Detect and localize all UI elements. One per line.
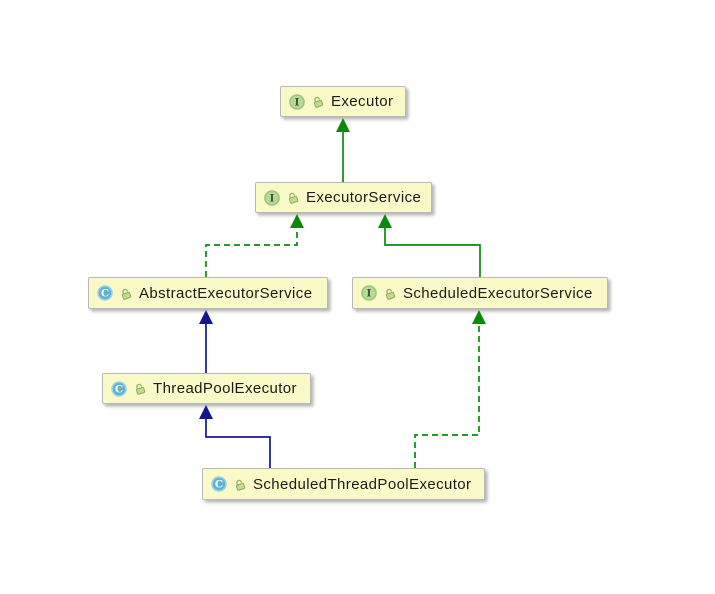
interface-icon: I (361, 285, 377, 301)
arrowhead-threadpoolexecutor-extends-abstractexecutorservice (199, 310, 213, 324)
edge-abstractexecutorservice-implements-executorservice (205, 228, 298, 277)
class-icon: C (211, 476, 227, 492)
node-label-scheduled-thread-pool-executor: ScheduledThreadPoolExecutor (253, 475, 472, 493)
node-executor-service[interactable]: I ExecutorService (255, 182, 432, 213)
svg-text:I: I (367, 288, 372, 300)
svg-text:C: C (101, 288, 109, 300)
interface-icon: I (264, 189, 280, 206)
class-icon: C (97, 285, 113, 301)
public-visibility-lock-icon (311, 95, 325, 108)
svg-text:C: C (115, 383, 123, 395)
public-visibility-lock-icon (286, 191, 300, 204)
node-label-scheduled-executor-service: ScheduledExecutorService (403, 284, 593, 302)
svg-text:C: C (215, 479, 223, 491)
arrowhead-executorservice-extends-executor (336, 118, 350, 132)
node-label-executor-service: ExecutorService (306, 189, 422, 206)
arrowhead-scheduledthreadpoolexecutor-implements-scheduledexecutorservice (472, 310, 486, 324)
node-label-executor: Executor (331, 93, 394, 110)
arrowhead-scheduledthreadpoolexecutor-extends-threadpoolexecutor (199, 405, 213, 419)
svg-text:I: I (270, 192, 275, 204)
node-label-abstract-executor-service: AbstractExecutorService (139, 284, 313, 302)
interface-icon: I (289, 93, 305, 110)
node-thread-pool-executor[interactable]: C ThreadPoolExecutor (102, 373, 311, 404)
arrowhead-scheduledexecutorservice-extends-executorservice (378, 214, 392, 228)
public-visibility-lock-icon (233, 478, 247, 491)
node-executor[interactable]: I Executor (280, 86, 406, 117)
svg-text:I: I (295, 96, 300, 108)
edge-scheduledexecutorservice-extends-executorservice (384, 228, 481, 277)
node-abstract-executor-service[interactable]: C AbstractExecutorService (88, 277, 328, 309)
public-visibility-lock-icon (133, 382, 147, 395)
edge-scheduledthreadpoolexecutor-implements-scheduledexecutorservice (414, 324, 480, 468)
public-visibility-lock-icon (119, 287, 133, 300)
node-label-thread-pool-executor: ThreadPoolExecutor (153, 380, 297, 397)
public-visibility-lock-icon (383, 287, 397, 300)
node-scheduled-executor-service[interactable]: I ScheduledExecutorService (352, 277, 608, 309)
class-icon: C (111, 380, 127, 397)
edge-scheduledthreadpoolexecutor-extends-threadpoolexecutor (205, 419, 271, 468)
arrowhead-abstractexecutorservice-implements-executorservice (290, 214, 304, 228)
node-scheduled-thread-pool-executor[interactable]: C ScheduledThreadPoolExecutor (202, 468, 485, 500)
